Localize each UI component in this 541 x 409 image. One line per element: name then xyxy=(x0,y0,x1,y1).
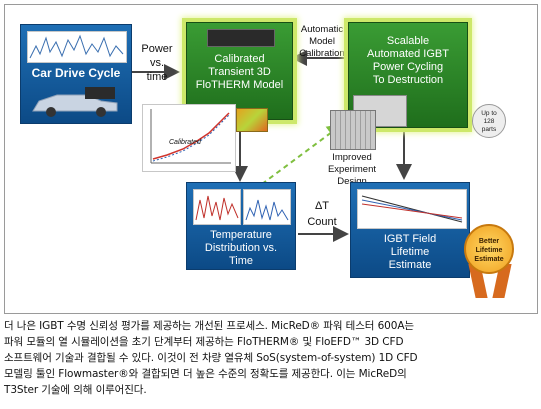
temperature-distribution-box: Temperature Distribution vs. Time xyxy=(186,182,296,270)
temperature-distribution-line-1: Temperature xyxy=(210,229,272,241)
car-wheel-rear xyxy=(96,107,106,117)
better-lifetime-line-1: Better xyxy=(478,238,500,245)
test-rig-image xyxy=(330,110,376,150)
calibrated-tag: Calibrated xyxy=(169,139,201,146)
temp-chart-left-trace xyxy=(195,195,239,221)
delta-t-count-label: ΔT Count xyxy=(298,198,346,230)
igbt-lifetime-line-3: Estimate xyxy=(388,259,432,271)
caption-line-2: 파워 모듈의 열 시뮬레이션을 초기 단계부터 제공하는 FloTHERM® 및… xyxy=(4,336,404,348)
power-cycling-line-2: Automated IGBT xyxy=(367,48,449,60)
better-lifetime-badge: Better Lifetime Estimate xyxy=(464,224,514,274)
caption-line-5: T3Ster 기술에 의해 이루어진다. xyxy=(4,384,147,396)
delta-t-line-2: Count xyxy=(307,216,337,228)
power-cycling-line-4: To Destruction xyxy=(372,74,444,86)
improved-design-label: Improved Experiment Design xyxy=(312,152,392,188)
car-image xyxy=(29,87,121,117)
lifetime-chart xyxy=(357,189,467,229)
drive-cycle-trace xyxy=(29,34,124,59)
temperature-distribution-line-2: Distribution vs. xyxy=(204,242,278,254)
power-vs-time-line-2: vs. xyxy=(149,57,165,69)
calibration-curve-measured xyxy=(152,112,230,160)
temp-chart-right-trace xyxy=(245,199,289,221)
power-cycling-line-1: Scalable xyxy=(386,35,430,47)
up-to-128-line-3: parts xyxy=(481,126,497,133)
automatic-calibration-line-2: Model xyxy=(309,36,335,47)
figure-caption: 더 나은 IGBT 수명 신뢰성 평가를 제공하는 개선된 프로세스. MicR… xyxy=(4,318,536,398)
car-drive-cycle-label: Car Drive Cycle xyxy=(31,66,121,80)
caption-line-3: 소프트웨어 기술과 결합될 수 있다. 이것이 전 차량 열유체 SoS(sys… xyxy=(4,352,418,364)
lifetime-line-2 xyxy=(361,199,463,221)
drive-cycle-chart xyxy=(27,31,127,63)
power-cycling-box: Scalable Automated IGBT Power Cycling To… xyxy=(348,22,468,128)
lifetime-line-1 xyxy=(361,195,463,223)
improved-design-line-3: Design xyxy=(312,176,392,188)
power-vs-time-line-3: time xyxy=(146,71,168,83)
power-cycling-line-3: Power Cycling xyxy=(372,61,444,73)
lifetime-line-3 xyxy=(361,203,463,219)
up-to-128-line-2: 128 xyxy=(483,118,495,125)
temp-chart-right xyxy=(243,189,291,225)
car-wheel-front xyxy=(46,107,56,117)
automatic-calibration-line-3: Calibration xyxy=(299,48,345,59)
better-lifetime-line-3: Estimate xyxy=(474,256,504,263)
improved-design-line-2: Experiment xyxy=(327,164,377,175)
improved-design-line-1: Improved xyxy=(332,152,372,163)
automatic-calibration-line-1: Automatic xyxy=(300,24,344,35)
power-vs-time-line-1: Power xyxy=(141,43,173,55)
calibrated-model-line-2: Transient 3D xyxy=(208,66,271,78)
calibration-chart: Calibrated xyxy=(142,104,236,172)
calibration-curve-model xyxy=(152,114,230,162)
power-vs-time-label: Power vs. time xyxy=(134,42,180,84)
car-drive-cycle-box: Car Drive Cycle xyxy=(20,24,132,124)
caption-line-4: 모델링 툴인 Flowmaster®와 결합되면 더 높은 수준의 정확도를 제… xyxy=(4,368,407,380)
temp-chart-left xyxy=(193,189,241,225)
calibrated-model-line-3: FloTHERM Model xyxy=(195,79,284,91)
automatic-calibration-label: Automatic Model Calibration xyxy=(293,24,351,60)
delta-t-line-1: ΔT xyxy=(314,200,330,212)
thermal-module-image xyxy=(236,108,268,132)
calibrated-model-box: Calibrated Transient 3D FloTHERM Model xyxy=(186,22,293,120)
igbt-lifetime-box: IGBT Field Lifetime Estimate xyxy=(350,182,470,278)
power-module-shape xyxy=(85,87,115,99)
igbt-lifetime-line-1: IGBT Field xyxy=(383,233,437,245)
up-to-128-line-1: Up to xyxy=(481,110,497,117)
up-to-128-badge: Up to 128 parts xyxy=(472,104,506,138)
calibrated-model-line-1: Calibrated xyxy=(214,53,265,65)
better-lifetime-line-2: Lifetime xyxy=(475,247,503,254)
caption-line-1: 더 나은 IGBT 수명 신뢰성 평가를 제공하는 개선된 프로세스. MicR… xyxy=(4,320,414,332)
temperature-distribution-line-3: Time xyxy=(228,255,254,267)
igbt-lifetime-line-2: Lifetime xyxy=(390,246,430,258)
arrow-dashed-feedback xyxy=(261,123,344,185)
module-image xyxy=(207,29,275,47)
